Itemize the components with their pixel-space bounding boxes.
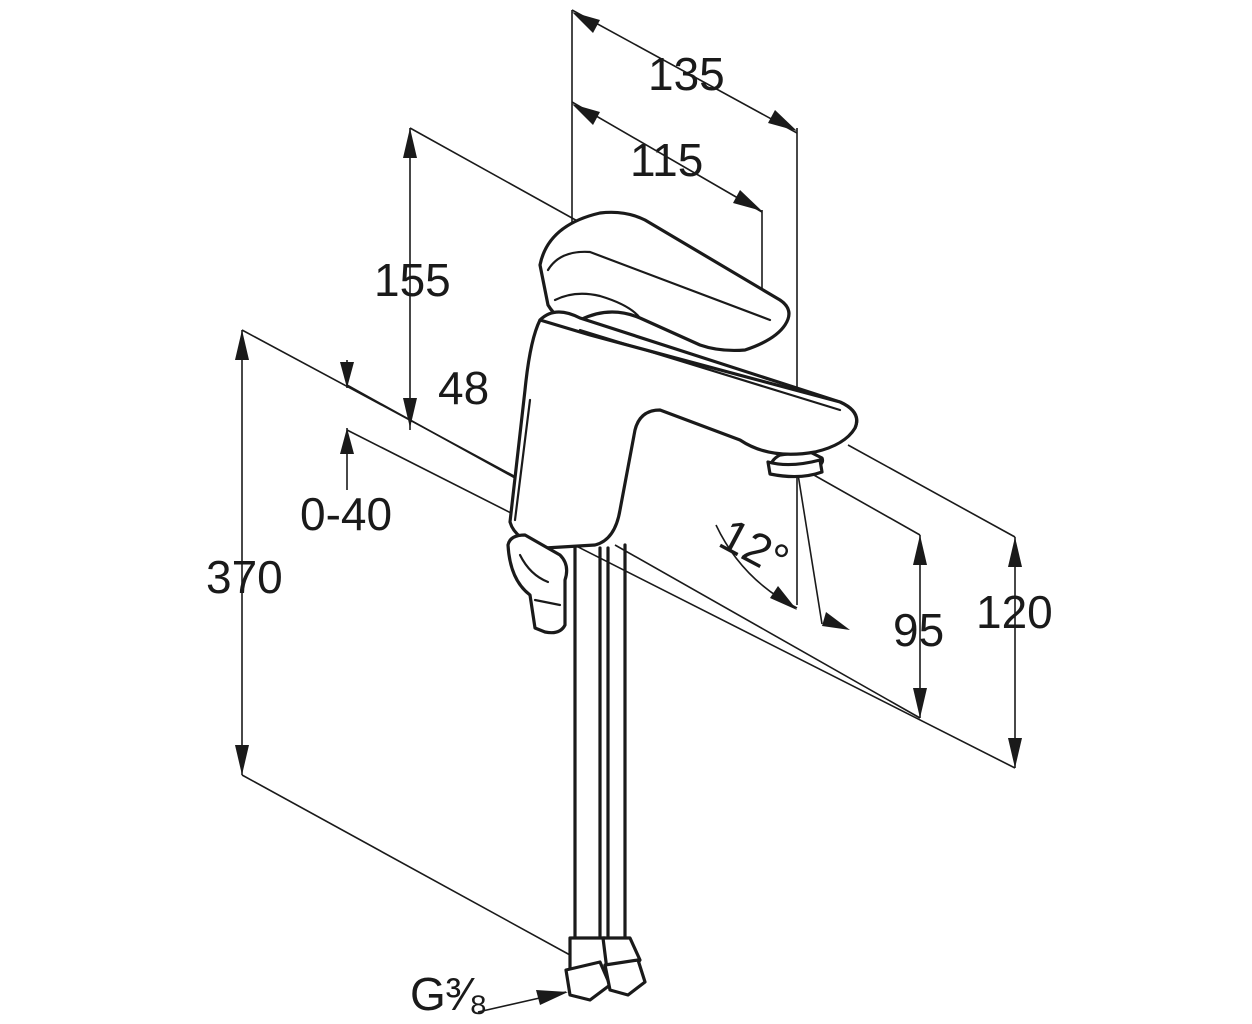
dim-115-label: 115 [630,134,703,186]
thread-size-label: G³⁄₈ [410,968,488,1020]
dim-48-label: 48 [438,362,489,414]
dim-0-40-label: 0-40 [300,488,392,540]
dim-155-label: 155 [374,254,451,306]
dim-135-label: 135 [648,48,725,100]
extension-lines [241,9,1016,1013]
dim-95-label: 95 [893,604,944,656]
faucet-body [506,210,859,1002]
dimension-labels: 135 115 155 48 0-40 370 12° 95 120 G³⁄₈ [206,48,1053,1020]
dim-120-label: 120 [976,586,1053,638]
dim-12-degree-label: 12° [712,508,798,587]
dim-370-label: 370 [206,551,283,603]
